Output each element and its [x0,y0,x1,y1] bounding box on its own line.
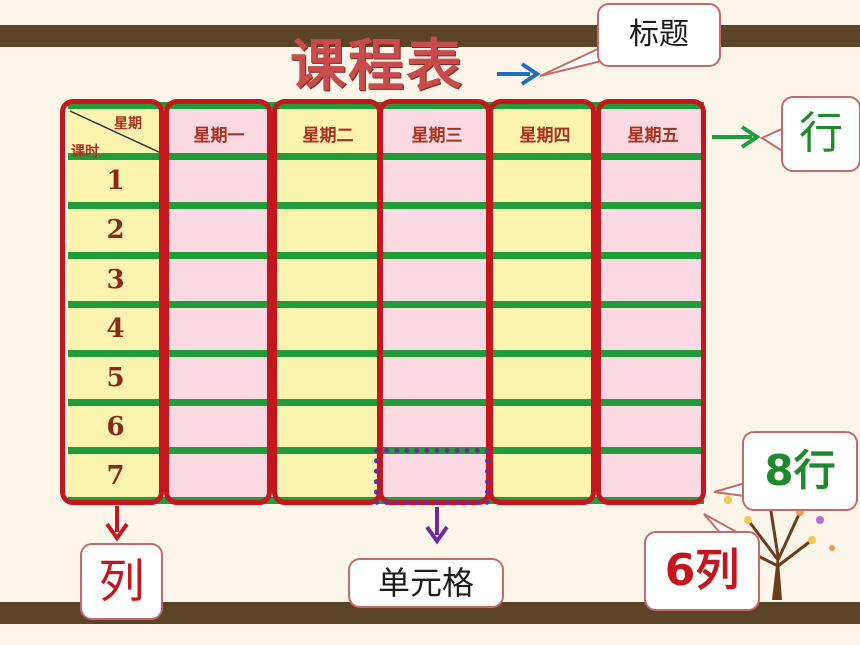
period-number: 5 [106,363,125,393]
column-highlight-mon [164,99,272,505]
arrow-to-row [712,125,761,149]
corner-header-cell: 星期 课时 [68,109,163,160]
corner-diagonal [69,110,162,153]
callout-row: 行 [781,96,860,172]
grid-line [68,399,704,406]
callout-rows-count: 8行 [742,431,858,511]
callout-title: 标题 [597,3,721,67]
arrow-to-column [105,506,129,542]
grid-line [68,202,704,209]
column-highlight-fri [596,99,706,505]
header-wednesday: 星期三 [411,126,463,146]
period-number: 7 [106,461,125,491]
column-highlight-thu [488,99,596,505]
period-number: 4 [106,314,125,344]
header-thursday: 星期四 [519,126,571,146]
header-friday: 星期五 [627,126,679,146]
header-monday: 星期一 [193,126,245,146]
corner-label-weekday: 星期 [114,116,142,132]
grid-line [68,252,704,259]
period-number: 6 [106,412,125,442]
grid-line [68,301,704,308]
period-number: 1 [106,166,125,196]
header-tuesday: 星期二 [302,126,354,146]
arrow-to-title [497,62,541,86]
arrow-to-cell [425,507,449,545]
period-number: 2 [106,215,125,245]
page-title: 课程表 [290,33,464,99]
callout-column: 列 [80,543,163,620]
corner-label-period: 课时 [71,144,99,160]
grid-line [68,350,704,357]
cell-highlight [374,448,490,505]
column-highlight-period [60,99,164,505]
callout-cell: 单元格 [348,558,504,608]
period-number: 3 [106,265,125,295]
callout-columns-count: 6列 [644,531,760,611]
bottom-band [0,602,860,624]
grid-line [68,153,704,160]
